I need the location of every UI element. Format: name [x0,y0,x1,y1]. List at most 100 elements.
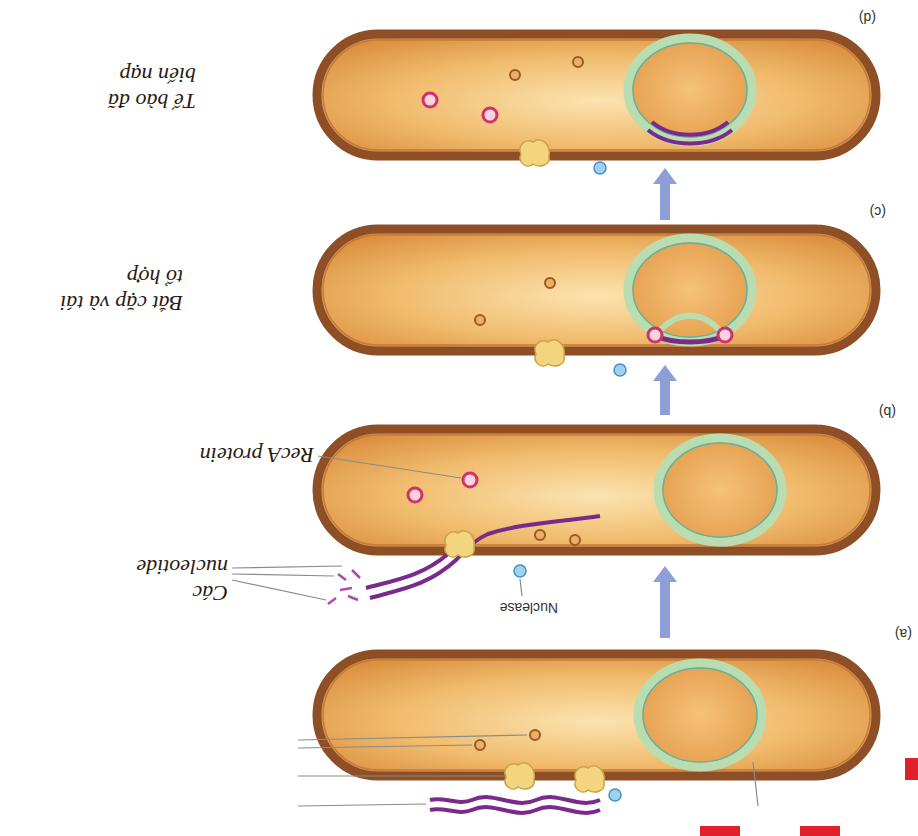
step-arrow [660,580,670,638]
cytoplasm-particle [545,278,555,288]
reca-protein [648,328,662,342]
reca-protein [648,328,662,342]
cytoplasm-particle [535,530,545,540]
donor-dna [430,797,600,803]
leader-line [232,566,342,568]
edge-mark [905,758,918,780]
cytoplasm-particle [510,70,520,80]
bacterium-cell [317,429,876,551]
nucleotide-fragment [352,570,360,578]
reca-protein [718,328,732,342]
leader-line [753,762,758,806]
donor-dna [430,807,600,813]
nuclease-dot [514,565,526,577]
reca-protein [423,93,437,107]
nuclease-dot [514,565,526,577]
membrane-protein [535,340,564,366]
nucleoid [628,238,752,342]
leader-line [318,456,461,478]
leader-line [298,775,506,776]
step-arrow [653,168,677,184]
nucleotide-fragment [338,574,346,580]
panel-letter: (c) [870,203,886,220]
edge-mark [800,826,840,836]
membrane-protein [575,766,604,792]
membrane-protein [505,763,534,789]
cytoplasm-particle [475,315,485,325]
leader-line [232,456,522,600]
cytoplasm-particle [573,57,583,67]
nuclease-dot [609,789,621,801]
cytoplasm-particle [573,57,583,67]
nucleotide-fragment [348,596,358,600]
nucleoid [638,663,762,767]
bacterium-cell [317,654,876,776]
bacterium-cell [317,34,876,156]
reca-protein [463,473,477,487]
panel-letter: (b) [879,403,896,420]
membrane-protein [445,531,474,557]
membrane-protein [520,140,549,166]
step-arrow [653,365,677,381]
reca-protein [463,473,477,487]
reca-protein [408,488,422,502]
nuclease-dot [614,364,626,376]
nucleoid [658,438,782,542]
nucleotide-fragment [328,570,360,604]
membrane-protein [445,531,474,557]
step-label: Tế bào đã biến nạp [66,61,196,114]
entering-dna [366,554,448,588]
leader-line [232,574,334,576]
bacterium-cell [317,654,876,776]
bacterium-cell [317,229,876,351]
step-arrow [660,182,670,220]
part-label: RecA protein [200,442,314,468]
cytoplasm-particle [475,740,485,750]
leader-line [520,579,522,596]
integrated-dna [652,122,728,135]
nuclease-dot [609,789,621,801]
part-label: Các nucleotide [118,553,228,606]
cytoplasm-particle [475,740,485,750]
leader-line [298,745,472,748]
panel-letter: (d) [859,9,876,26]
bacterium-cell [317,34,876,156]
reca-protein [483,108,497,122]
chromosome-loop [658,316,722,333]
cytoplasm-particle [570,535,580,545]
nucleoid [638,663,762,767]
step-label: Bắt cặp và tái tổ hợp [58,263,183,316]
reca-protein [483,108,497,122]
membrane-protein [535,340,564,366]
leader-line [298,804,426,806]
recombined-dna [655,336,725,342]
edge-mark [700,826,740,836]
step-arrow [660,379,670,415]
nucleoid [658,438,782,542]
cytoplasm-particle [530,730,540,740]
nucleoid [628,38,752,142]
leader-line [298,735,527,740]
bacterium-cell [317,429,876,551]
membrane-protein [575,766,604,792]
cytoplasm-particle [510,70,520,80]
nuclease-dot [594,162,606,174]
entering-dna [370,516,600,598]
reca-protein [423,93,437,107]
cytoplasm-particle [530,730,540,740]
nucleotide-fragment [328,598,336,604]
nuclease-dot [614,364,626,376]
reca-protein [718,328,732,342]
cytoplasm-particle [545,278,555,288]
membrane-protein [520,140,549,166]
part-label: Nuclease [500,599,558,616]
panel-letter: (a) [895,625,912,642]
nucleotide-fragment [340,588,352,590]
bacterium-cell [317,229,876,351]
leader-line [298,735,758,806]
nucleoid [628,38,752,142]
cytoplasm-particle [535,530,545,540]
